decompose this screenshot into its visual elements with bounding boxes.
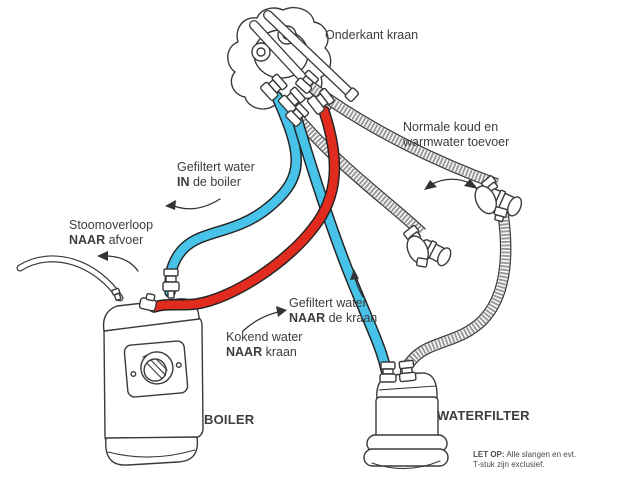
boiling-water-label: Kokend water NAAR kraan: [226, 330, 302, 360]
boiler-inlet-fitting: [162, 268, 180, 299]
filtered-tap-line1: Gefiltert water: [289, 296, 367, 310]
note-rest: Alle slangen en evt.: [504, 450, 577, 459]
panel-screw-left: [130, 370, 137, 377]
note-bold: LET OP:: [473, 450, 505, 459]
filtered-in-line1: Gefiltert water: [177, 160, 255, 174]
boiling-rest: kraan: [262, 345, 297, 359]
supply-label: Normale koud en warmwater toevoer: [403, 120, 509, 150]
filtered-in-bold: IN: [177, 175, 190, 189]
boiling-bold: NAAR: [226, 345, 263, 359]
angle-valve-left: [403, 224, 452, 268]
valve-knob: [436, 247, 452, 267]
steam-overflow-label: Stoomoverloop NAAR afvoer: [69, 218, 153, 248]
boiling-line2: NAAR kraan: [226, 345, 302, 360]
steam-line2: NAAR afvoer: [69, 233, 153, 248]
supply-label-line1: Normale koud en: [403, 120, 499, 134]
filtered-in-line2: IN de boiler: [177, 175, 255, 190]
angle-valve-right: [474, 175, 523, 223]
filter-inlet-fitting: [379, 361, 397, 383]
boiling-line1: Kokend water: [226, 330, 303, 344]
exclusion-note: LET OP: Alle slangen en evt. T-stuk zijn…: [473, 450, 576, 470]
panel-screw-right: [175, 362, 182, 369]
connector-nut: [259, 73, 288, 101]
connector-nut: [285, 102, 310, 127]
connector-nut: [295, 69, 319, 94]
steam-outlet-nipple: [111, 287, 122, 301]
waterfilter-unit: [363, 359, 449, 470]
faucet-bottom-label: Onderkant kraan: [325, 28, 419, 42]
supply-label-line2: warmwater toevoer: [403, 135, 510, 149]
faucet-supply-tube-1: [263, 10, 360, 103]
filtered-in-rest: de boiler: [189, 175, 241, 189]
arrow-filtered-to-tap: [350, 269, 364, 298]
arrow-double-valves: [424, 178, 478, 190]
boiler-hot-outlet-elbow: [138, 292, 158, 312]
note-line2: T-stuk zijn exclusief.: [473, 460, 545, 469]
filter-band-2: [363, 448, 449, 467]
filtered-tap-rest: de kraan: [325, 311, 378, 325]
connector-nut: [306, 87, 335, 115]
steam-overflow-hose: [20, 259, 120, 298]
steam-bold: NAAR: [69, 233, 106, 247]
waterfilter-label: WATERFILTER: [437, 408, 530, 423]
note-line1: LET OP: Alle slangen en evt.: [473, 450, 576, 460]
filter-outlet-fitting: [398, 359, 417, 383]
filtered-in-label: Gefiltert water IN de boiler: [177, 160, 255, 190]
filtered-tap-bold: NAAR: [289, 311, 326, 325]
steam-line1: Stoomoverloop: [69, 218, 154, 232]
filtered-to-tap-label: Gefiltert water NAAR de kraan: [289, 296, 377, 326]
boiler-dial-panel: [123, 340, 189, 398]
arrow-steam-overflow: [97, 251, 139, 272]
valve-knob: [507, 196, 523, 217]
arrow-filtered-in: [165, 198, 221, 210]
steam-rest: afvoer: [105, 233, 144, 247]
boiler-label: BOILER: [204, 412, 255, 427]
faucet-hose-connectors: [259, 69, 335, 127]
filtered-tap-line2: NAAR de kraan: [289, 311, 377, 326]
arrow-boiling-water: [242, 306, 287, 332]
boiler-unit: [102, 287, 204, 466]
faucet-underside: [227, 6, 360, 113]
